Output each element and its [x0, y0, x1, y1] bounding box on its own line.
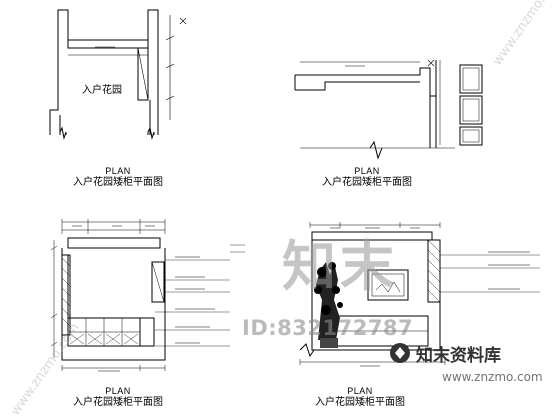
drawing-title: 入户花园矮柜平面图: [315, 396, 405, 408]
watermark-brand: 知末: [282, 235, 398, 298]
plan-label: PLAN: [105, 386, 131, 396]
caption-top-right: PLAN 入户花园矮柜平面图: [307, 166, 427, 188]
drawing-title: 入户花园矮柜平面图: [73, 176, 163, 188]
room-label-entrance-garden: 入户花园: [82, 85, 122, 96]
watermark-id: ID:832172787: [242, 316, 414, 340]
logo-emblem: [390, 343, 410, 363]
caption-bottom-left: PLAN 入户花园矮柜平面图: [58, 386, 178, 408]
plan-bottom-left: [50, 219, 245, 371]
plan-label: PLAN: [347, 386, 373, 396]
plan-top-left: [49, 9, 187, 140]
watermark-brand-full: 知末资料库: [416, 346, 501, 366]
watermark-url: www.znzmo.com: [442, 370, 543, 384]
drawing-title: 入户花园矮柜平面图: [322, 176, 412, 188]
plan-label: PLAN: [354, 166, 380, 176]
plant-illustration: [314, 262, 343, 348]
plan-label: PLAN: [105, 166, 131, 176]
plan-top-right: [294, 59, 483, 160]
caption-top-left: PLAN 入户花园矮柜平面图: [58, 166, 178, 188]
drawing-title: 入户花园矮柜平面图: [73, 396, 163, 408]
caption-bottom-right: PLAN 入户花园矮柜平面图: [300, 386, 420, 408]
